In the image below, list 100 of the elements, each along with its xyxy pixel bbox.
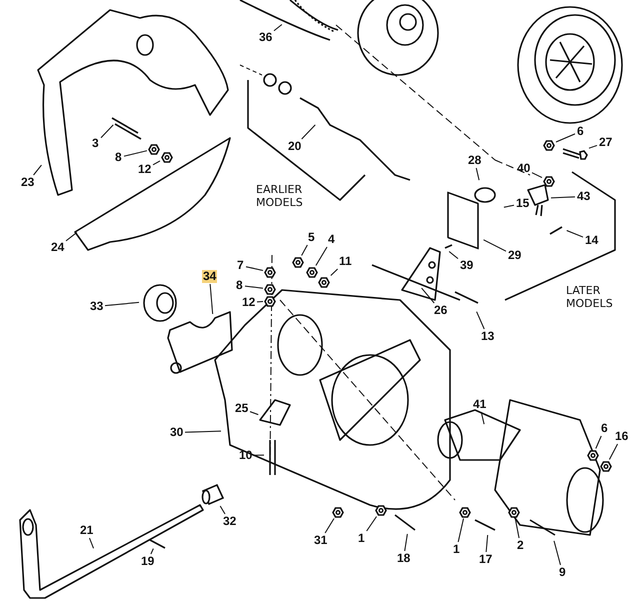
callout-number: 19 [140,555,156,568]
leader-line [152,160,160,166]
callout-number: 26 [433,304,448,317]
hex-nut [587,450,599,460]
hex-nut [306,266,318,278]
leader-line [532,172,542,178]
leader-line [301,124,316,140]
callout-number: 5 [307,231,316,244]
hex-nut [264,296,276,306]
leader-line [246,266,264,271]
bolt [562,146,588,160]
callout-number: 23 [20,176,36,189]
leader-line [301,244,308,256]
hex-nut [508,506,520,518]
leader-line [554,540,561,566]
hex-nut [264,284,276,294]
bushing [201,483,225,505]
leader-line [404,533,408,552]
leader-line [33,164,42,176]
hex-nut [318,276,330,288]
leader-line [220,506,226,514]
callout-number: 17 [478,553,494,566]
callout-number: 20 [287,140,302,153]
callout-number: 27 [598,136,614,149]
leader-line [254,454,264,456]
hex-nut [332,506,344,518]
leader-line [104,302,140,306]
callout-number: 11 [338,255,353,268]
callout-number: 8 [114,151,123,164]
callout-number: 6 [600,422,609,435]
hex-nut [543,176,555,186]
model-note: LATER MODELS [566,284,614,310]
callout-number: 1 [452,543,461,556]
callout-number: 39 [459,259,474,272]
leader-line [184,430,222,433]
leader-line [66,232,78,242]
callout-number: 2 [516,539,525,552]
leader-line [588,144,598,149]
callout-number: 31 [313,534,328,547]
leader-line [421,288,435,304]
hex-nut [148,144,160,154]
callout-number: 13 [480,330,496,343]
leader-line [250,411,259,416]
model-note: EARLIER MODELS [256,183,304,209]
leader-line [256,301,264,302]
callout-number: 9 [558,566,567,579]
callout-number: 4 [327,233,336,246]
leader-line [448,251,458,260]
leader-line [514,518,520,538]
callout-number: 8 [235,279,244,292]
callout-number: 36 [258,31,274,44]
leader-line [486,534,488,552]
leader-line [100,124,114,138]
leader-line [366,516,378,532]
leader-line [608,444,618,460]
leader-line [480,412,485,425]
leader-line [476,311,485,330]
callout-number: 7 [236,259,245,272]
leader-line [324,518,334,534]
hex-nut [459,506,471,518]
callout-number: 24 [50,241,66,254]
callout-number: 30 [169,426,184,439]
callout-number: 3 [91,137,100,150]
leader-line [274,24,282,32]
leader-line [503,204,514,208]
leader-line [88,538,94,549]
callout-number: 33 [89,300,104,313]
hex-nut [600,460,612,472]
hex-nut [375,504,387,516]
leader-line [315,246,328,266]
leader-line [458,518,464,542]
callout-number: 43 [576,190,592,203]
hex-nut [543,140,555,150]
leader-line [483,239,506,252]
leader-line [210,284,214,315]
callout-number: 12 [241,296,256,309]
leader-line [550,196,576,198]
hex-nut [161,152,173,162]
callout-number: 12 [137,163,152,176]
callout-number: 14 [584,234,600,247]
leader-line [150,548,154,554]
callout-number: 1 [357,532,366,545]
callout-number: 6 [576,125,585,138]
callout-number: 21 [79,524,94,537]
leader-line [124,150,148,157]
hex-nut [292,256,304,268]
callout-number: 41 [472,398,488,411]
callout-number: 25 [234,402,250,415]
callout-number: 16 [614,430,630,443]
leader-line [330,268,338,276]
callout-number: 15 [515,197,530,210]
hex-nut [264,266,276,278]
callout-number: 29 [507,249,522,262]
leader-line [244,286,264,289]
callout-number: 32 [222,515,238,528]
callout-number: 40 [516,162,532,175]
callout-number: 18 [396,552,412,565]
leader-line [476,168,480,181]
callout-number: 34 [202,270,218,283]
callout-number: 28 [467,154,482,167]
